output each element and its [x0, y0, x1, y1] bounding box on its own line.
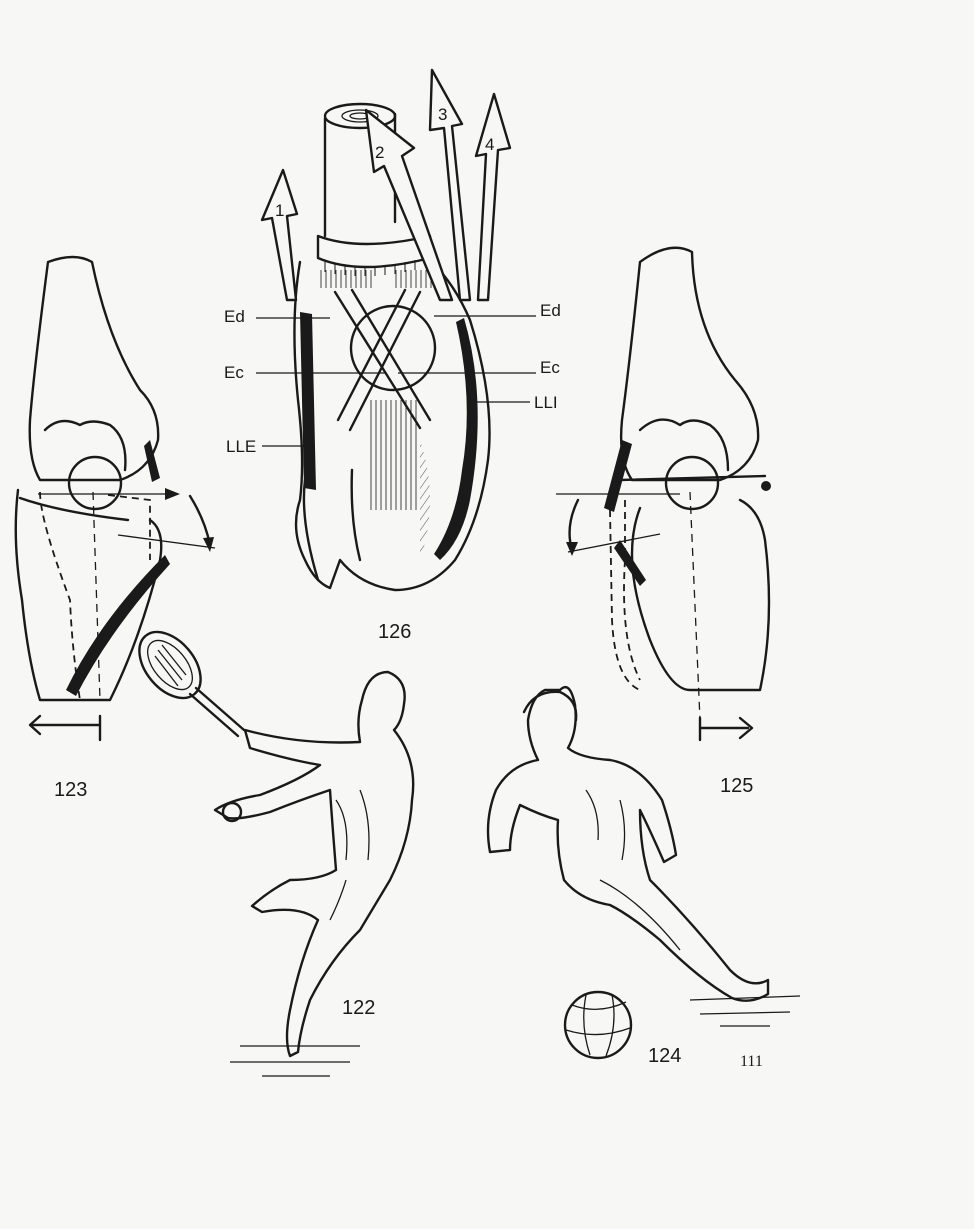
figure-number-124: 124	[648, 1045, 681, 1067]
ligament-band-left	[66, 555, 170, 696]
arrow-2-number: 2	[375, 143, 384, 162]
figure-number-122: 122	[342, 997, 375, 1019]
femoral-condyle-collar	[318, 236, 430, 267]
medial-ligament-lli	[434, 318, 478, 560]
arrow-4: 4	[476, 94, 510, 300]
label-ec-left: Ec	[224, 363, 244, 382]
label-lli: LLI	[534, 393, 558, 412]
arrow-3-number: 3	[438, 105, 447, 124]
femur-outline-right	[621, 248, 758, 480]
figure-126-knee-ligaments: 1 2 3 4 Ed Ed Ec Ec LLI LLE 126	[224, 70, 561, 643]
arrow-4-number: 4	[485, 135, 494, 154]
figure-123-knee-varus: 123	[16, 257, 215, 801]
label-lle: LLE	[226, 437, 256, 456]
patella-right	[666, 457, 718, 509]
figure-number-126: 126	[378, 621, 411, 643]
label-ed-right: Ed	[540, 301, 561, 320]
tennis-player-body	[215, 672, 413, 1056]
figure-number-125: 125	[720, 775, 753, 797]
arrow-1: 1	[262, 170, 297, 300]
figure-124-football-player: 124 111	[488, 687, 800, 1070]
femur-outline-left	[30, 257, 158, 480]
page-number: 111	[740, 1053, 763, 1070]
tennis-racket-icon	[127, 620, 244, 736]
football-ball-icon	[565, 992, 631, 1058]
patella-left	[69, 457, 121, 509]
label-ed-left: Ed	[224, 307, 245, 326]
football-player-body	[488, 687, 768, 1001]
arrow-1-number: 1	[275, 201, 284, 220]
label-ec-right: Ec	[540, 358, 560, 377]
patella-outline	[351, 306, 435, 390]
figure-number-123: 123	[54, 779, 87, 801]
figure-125-knee-valgus: 125	[556, 248, 771, 797]
figure-122-tennis-player: 122	[127, 620, 413, 1076]
